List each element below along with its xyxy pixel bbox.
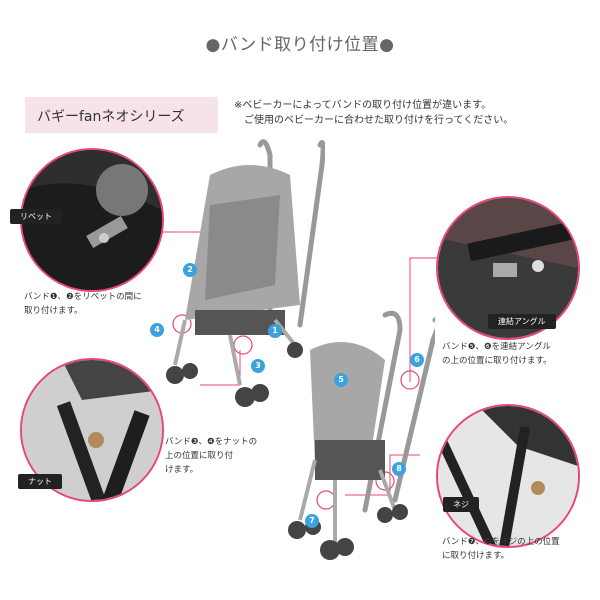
page-title: ●バンド取り付け位置● <box>205 35 395 55</box>
marker-4: 4 <box>150 323 164 337</box>
screw-detail-photo <box>436 404 580 548</box>
nut-tag: ナット <box>18 474 62 489</box>
screw-tag: ネジ <box>443 497 479 512</box>
angle-tag: 連結アングル <box>488 314 556 329</box>
stroller-image-left <box>166 139 325 407</box>
nut-detail-photo <box>20 358 164 502</box>
nut-caption: バンド❸、❹をナットの 上の位置に取り付 けます。 <box>165 437 258 475</box>
angle-caption: バンド❺、❻を連結アングル の上の位置に取り付けます。 <box>442 342 552 366</box>
marker-2: 2 <box>183 263 197 277</box>
notice-text: ※ベビーカーによってバンドの取り付け位置が違います。 ご使用のベビーカーに合わせ… <box>234 100 514 126</box>
rivet-tag: リベット <box>10 209 62 224</box>
screw-caption: バンド❼、❽をネジの上の位置 に取り付けます。 <box>442 537 560 561</box>
marker-6: 6 <box>410 353 424 367</box>
marker-3: 3 <box>251 359 265 373</box>
series-label: バギーfanネオシリーズ <box>37 109 185 125</box>
screw-photo-icon <box>438 406 578 546</box>
stroller-image-right <box>288 310 435 560</box>
marker-1: 1 <box>268 324 282 338</box>
rivet-caption: バンド❶、❷をリベットの間に 取り付けます。 <box>24 292 142 316</box>
marker-5: 5 <box>334 373 348 387</box>
series-label-box <box>25 97 218 133</box>
marker-8: 8 <box>392 462 406 476</box>
marker-7: 7 <box>305 514 319 528</box>
